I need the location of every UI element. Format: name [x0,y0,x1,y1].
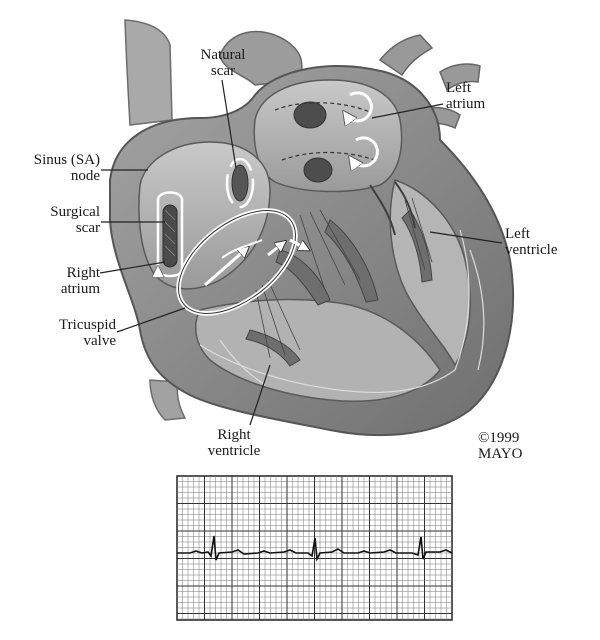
label-right-ventricle: Right ventricle [207,427,261,459]
left-atrium-chamber [253,79,403,193]
papillary-muscles [245,209,433,367]
right-ventricle-chamber [194,298,441,402]
chordae [255,197,433,359]
natural-scar [231,164,249,202]
surgical-scar [162,204,178,268]
label-sinus-node: Sinus (SA) node [33,152,100,184]
reentry-arrow [204,250,245,287]
left-atrium-arrows [346,91,379,166]
ecg-strip [176,475,453,621]
label-right-atrium: Right atrium [60,265,100,297]
label-copyright: ©1999 MAYO [478,430,523,462]
label-tricuspid-valve: Tricuspid valve [59,317,116,349]
leader-lines [99,79,503,426]
ecg-trace [177,535,453,562]
purkinje-fibres [199,229,485,393]
label-natural-scar: Natural scar [200,47,246,79]
label-surgical-scar: Surgical scar [50,204,100,236]
label-left-atrium: Left atrium [446,80,486,112]
label-left-ventricle: Left ventricle [505,226,558,258]
